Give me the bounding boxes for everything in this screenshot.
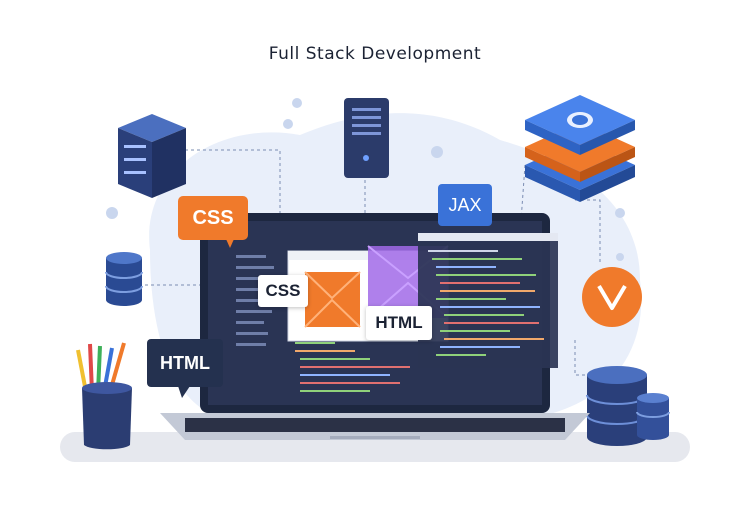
- layer-stack-icon: [525, 95, 635, 202]
- server-tower-icon: [344, 98, 389, 178]
- page-title: Full Stack Development: [268, 44, 482, 64]
- jax-badge: JAX: [438, 184, 492, 226]
- html-label: HTML: [366, 306, 432, 340]
- decorative-dots: [106, 98, 625, 261]
- code-panel-icon: [418, 233, 558, 368]
- html-bubble-tail: [178, 386, 190, 398]
- server-rack-icon: [118, 114, 186, 198]
- editor-sidebar: [236, 255, 274, 346]
- css-bubble-tail: [226, 239, 234, 248]
- vue-logo-icon: [582, 267, 642, 327]
- pencil-cup-icon: [76, 342, 132, 450]
- database-icon: [105, 252, 143, 306]
- css-badge: CSS: [178, 196, 248, 240]
- editor-code-lines: [295, 342, 410, 392]
- database-stack-icon: [586, 366, 670, 446]
- css-label: CSS: [258, 275, 308, 307]
- html-badge: HTML: [147, 339, 223, 387]
